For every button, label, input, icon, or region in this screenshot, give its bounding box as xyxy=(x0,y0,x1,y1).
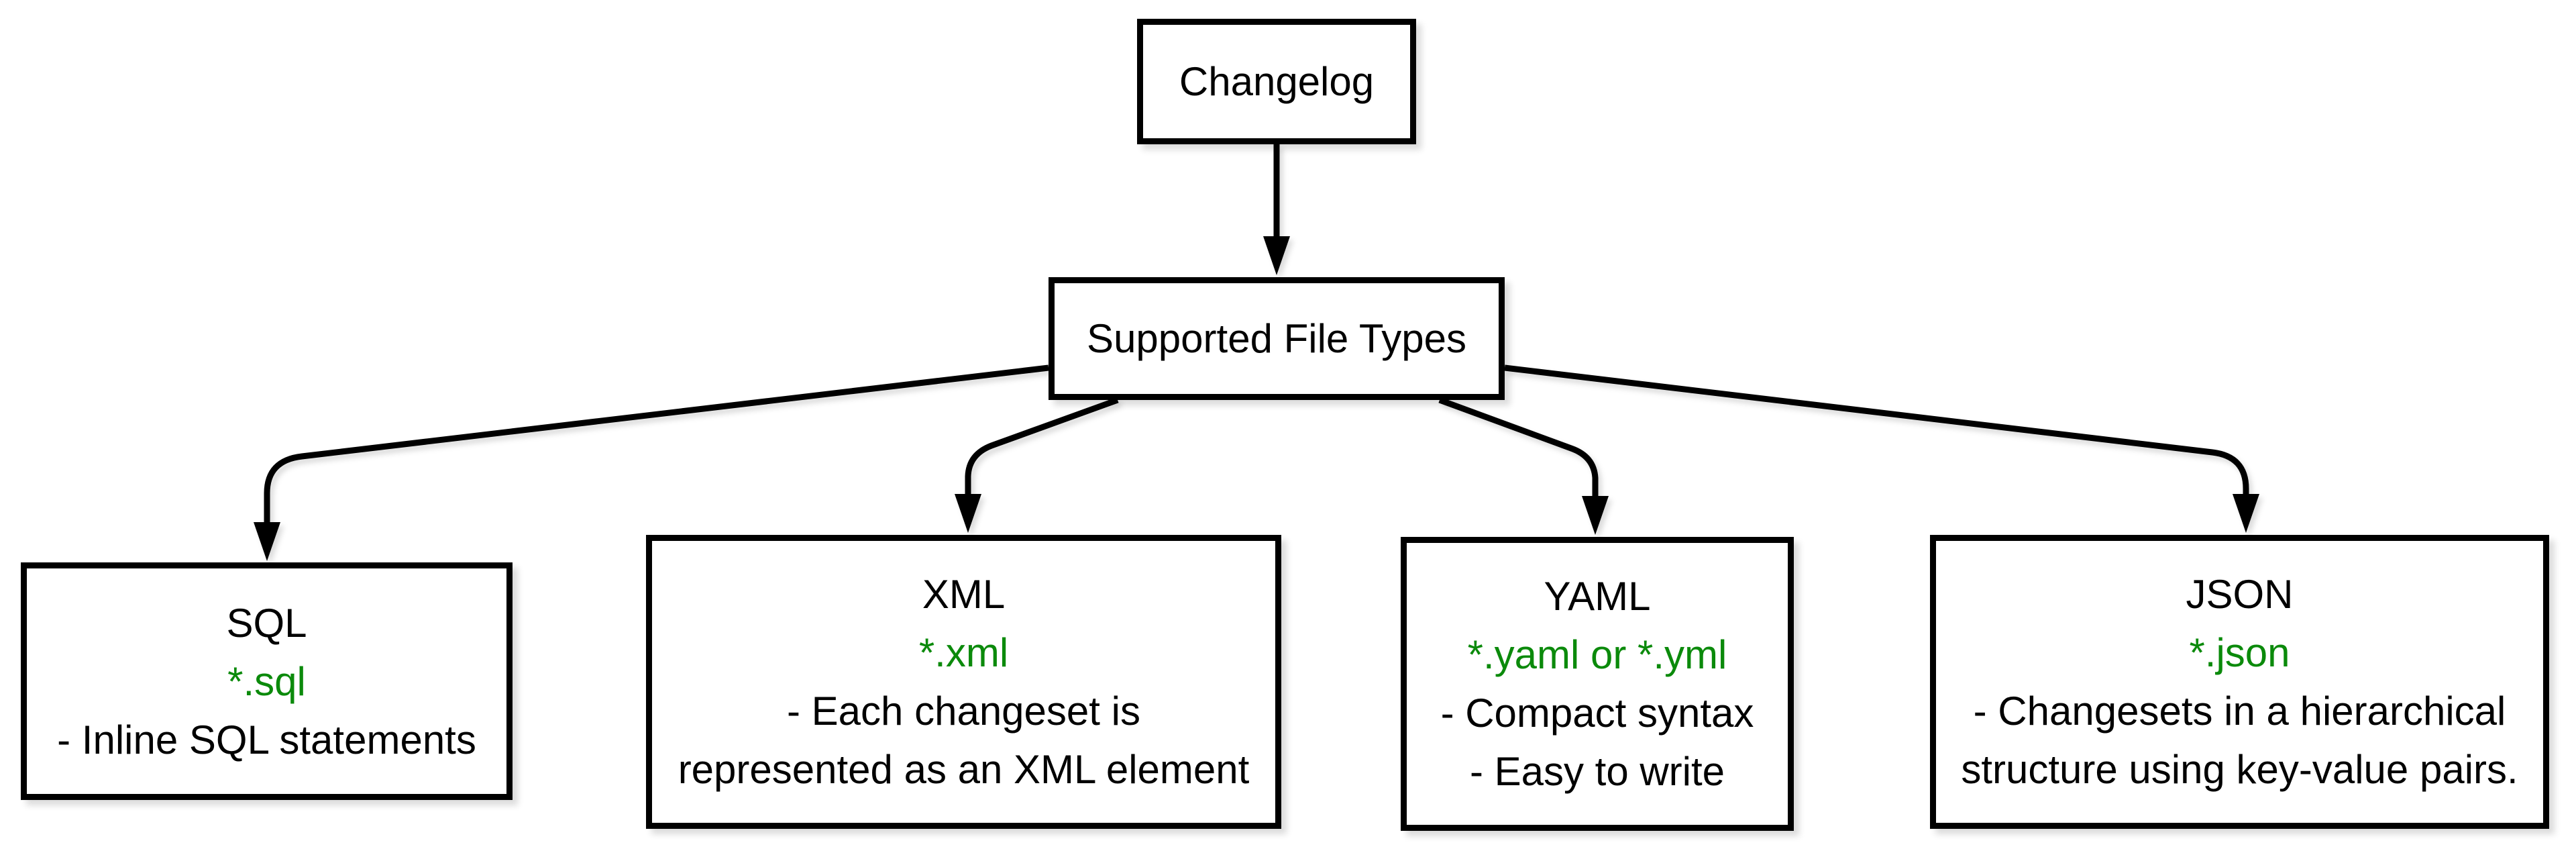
sql-title: SQL xyxy=(226,600,307,646)
arrow-sft-to-xml xyxy=(965,397,1119,497)
sql-notes: - Inline SQL statements xyxy=(57,717,476,762)
yaml-file-pattern: *.yaml or *.yml xyxy=(1467,632,1727,677)
arrow-sft-to-yaml xyxy=(1438,397,1599,499)
arrow-sft-to-json xyxy=(1504,364,2249,497)
xml-file-pattern: *.xml xyxy=(918,630,1009,675)
node-json: JSON *.json - Changesets in a hierarchic… xyxy=(1930,535,2549,829)
arrowhead-json xyxy=(2233,494,2259,533)
arrow-sft-to-sql xyxy=(264,364,1049,525)
node-supported-file-types: Supported File Types xyxy=(1049,277,1505,400)
arrowhead-yaml xyxy=(1582,496,1609,535)
yaml-notes: - Compact syntax - Easy to write xyxy=(1440,691,1754,794)
arrowhead-supported-file-types xyxy=(1263,236,1290,275)
node-changelog: Changelog xyxy=(1137,19,1416,144)
json-file-pattern: *.json xyxy=(2189,630,2290,675)
json-title: JSON xyxy=(2186,572,2294,617)
sql-file-pattern: *.sql xyxy=(227,658,306,704)
supported-file-types-label: Supported File Types xyxy=(1087,316,1466,361)
node-yaml: YAML *.yaml or *.yml - Compact syntax - … xyxy=(1401,537,1794,831)
yaml-title: YAML xyxy=(1544,574,1651,619)
arrowhead-sql xyxy=(254,522,280,561)
json-notes: - Changesets in a hierarchical structure… xyxy=(1961,689,2518,792)
arrowhead-xml xyxy=(955,494,981,533)
node-xml: XML *.xml - Each changeset is represente… xyxy=(646,535,1281,829)
xml-notes: - Each changeset is represented as an XM… xyxy=(678,689,1250,792)
node-sql: SQL *.sql - Inline SQL statements xyxy=(21,562,513,800)
changelog-label: Changelog xyxy=(1179,59,1375,104)
xml-title: XML xyxy=(922,572,1006,617)
